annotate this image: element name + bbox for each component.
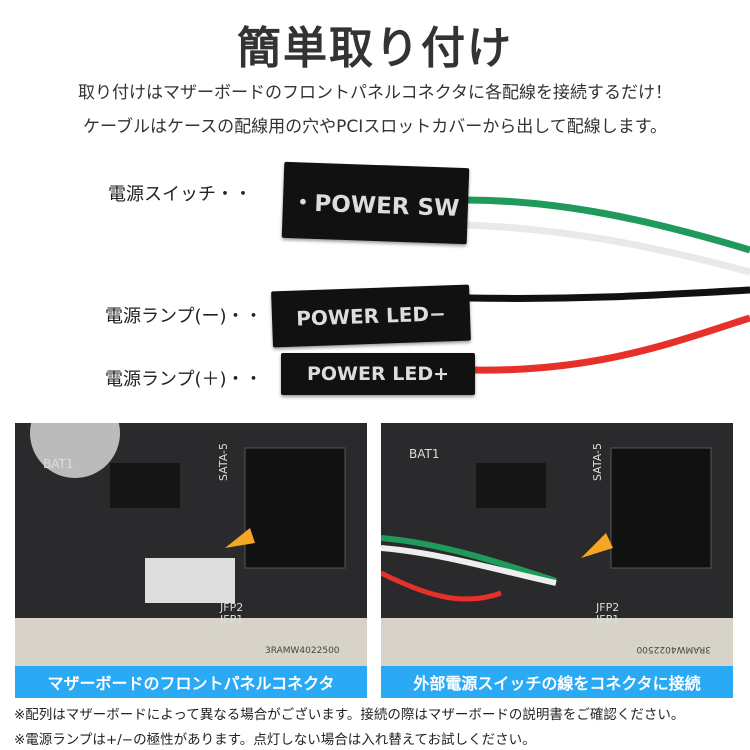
black-wire <box>467 286 750 302</box>
caption-left: マザーボードのフロントパネルコネクタ <box>15 666 367 698</box>
board-label-sata5: SATA-5 <box>591 443 604 481</box>
motherboard-photo-left: BAT1 SATA-5 JFP2 JFP1 3RAMW4022500 マザーボー… <box>15 423 367 698</box>
white-wire <box>464 221 750 276</box>
note-2: ※電源ランプは+/−の極性があります。点灯しない場合は入れ替えてお試しください。 <box>14 732 536 748</box>
power-led-minus-connector: POWER LED− <box>271 284 471 348</box>
page-title: 簡単取り付け <box>237 23 513 74</box>
wires-illustration <box>464 196 750 374</box>
power-switch-label: 電源スイッチ・・ <box>108 184 252 205</box>
board-label-jfp2: JFP2 <box>595 601 619 614</box>
power-led-minus-label: 電源ランプ(ー)・・ <box>105 306 263 327</box>
intro-line-2: ケーブルはケースの配線用の穴やPCIスロットカバーから出して配線します。 <box>82 117 668 137</box>
arrow-icon <box>225 528 255 548</box>
caption-right: 外部電源スイッチの線をコネクタに接続 <box>381 666 733 698</box>
board-label-bat1: BAT1 <box>409 447 439 461</box>
arrow-icon <box>581 533 613 558</box>
board-label-jfp1: JFP1 <box>219 613 243 626</box>
board-label-sata5: SATA-5 <box>217 443 230 481</box>
board-label-jfp1: JFP1 <box>595 613 619 626</box>
power-led-plus-connector: POWER LED+ <box>281 353 475 395</box>
board-serial: 3RAMW4022500 <box>636 644 711 654</box>
power-sw-connector: ・POWER SW <box>281 161 470 245</box>
green-wire <box>464 196 750 254</box>
note-1: ※配列はマザーボードによって異なる場合がございます。接続の際はマザーボードの説明… <box>14 707 685 723</box>
board-label-bat1: BAT1 <box>43 457 73 471</box>
board-label-jfp2: JFP2 <box>219 601 243 614</box>
intro-line-1: 取り付けはマザーボードのフロントパネルコネクタに各配線を接続するだけ！ <box>78 83 672 103</box>
motherboard-photo-right: BAT1 SATA-5 JFP2 JFP1 3RAMW4022500 外部電源ス… <box>381 423 733 698</box>
red-wire <box>473 314 750 374</box>
power-led-plus-label: 電源ランプ(＋)・・ <box>105 369 263 390</box>
board-serial: 3RAMW4022500 <box>265 646 340 656</box>
